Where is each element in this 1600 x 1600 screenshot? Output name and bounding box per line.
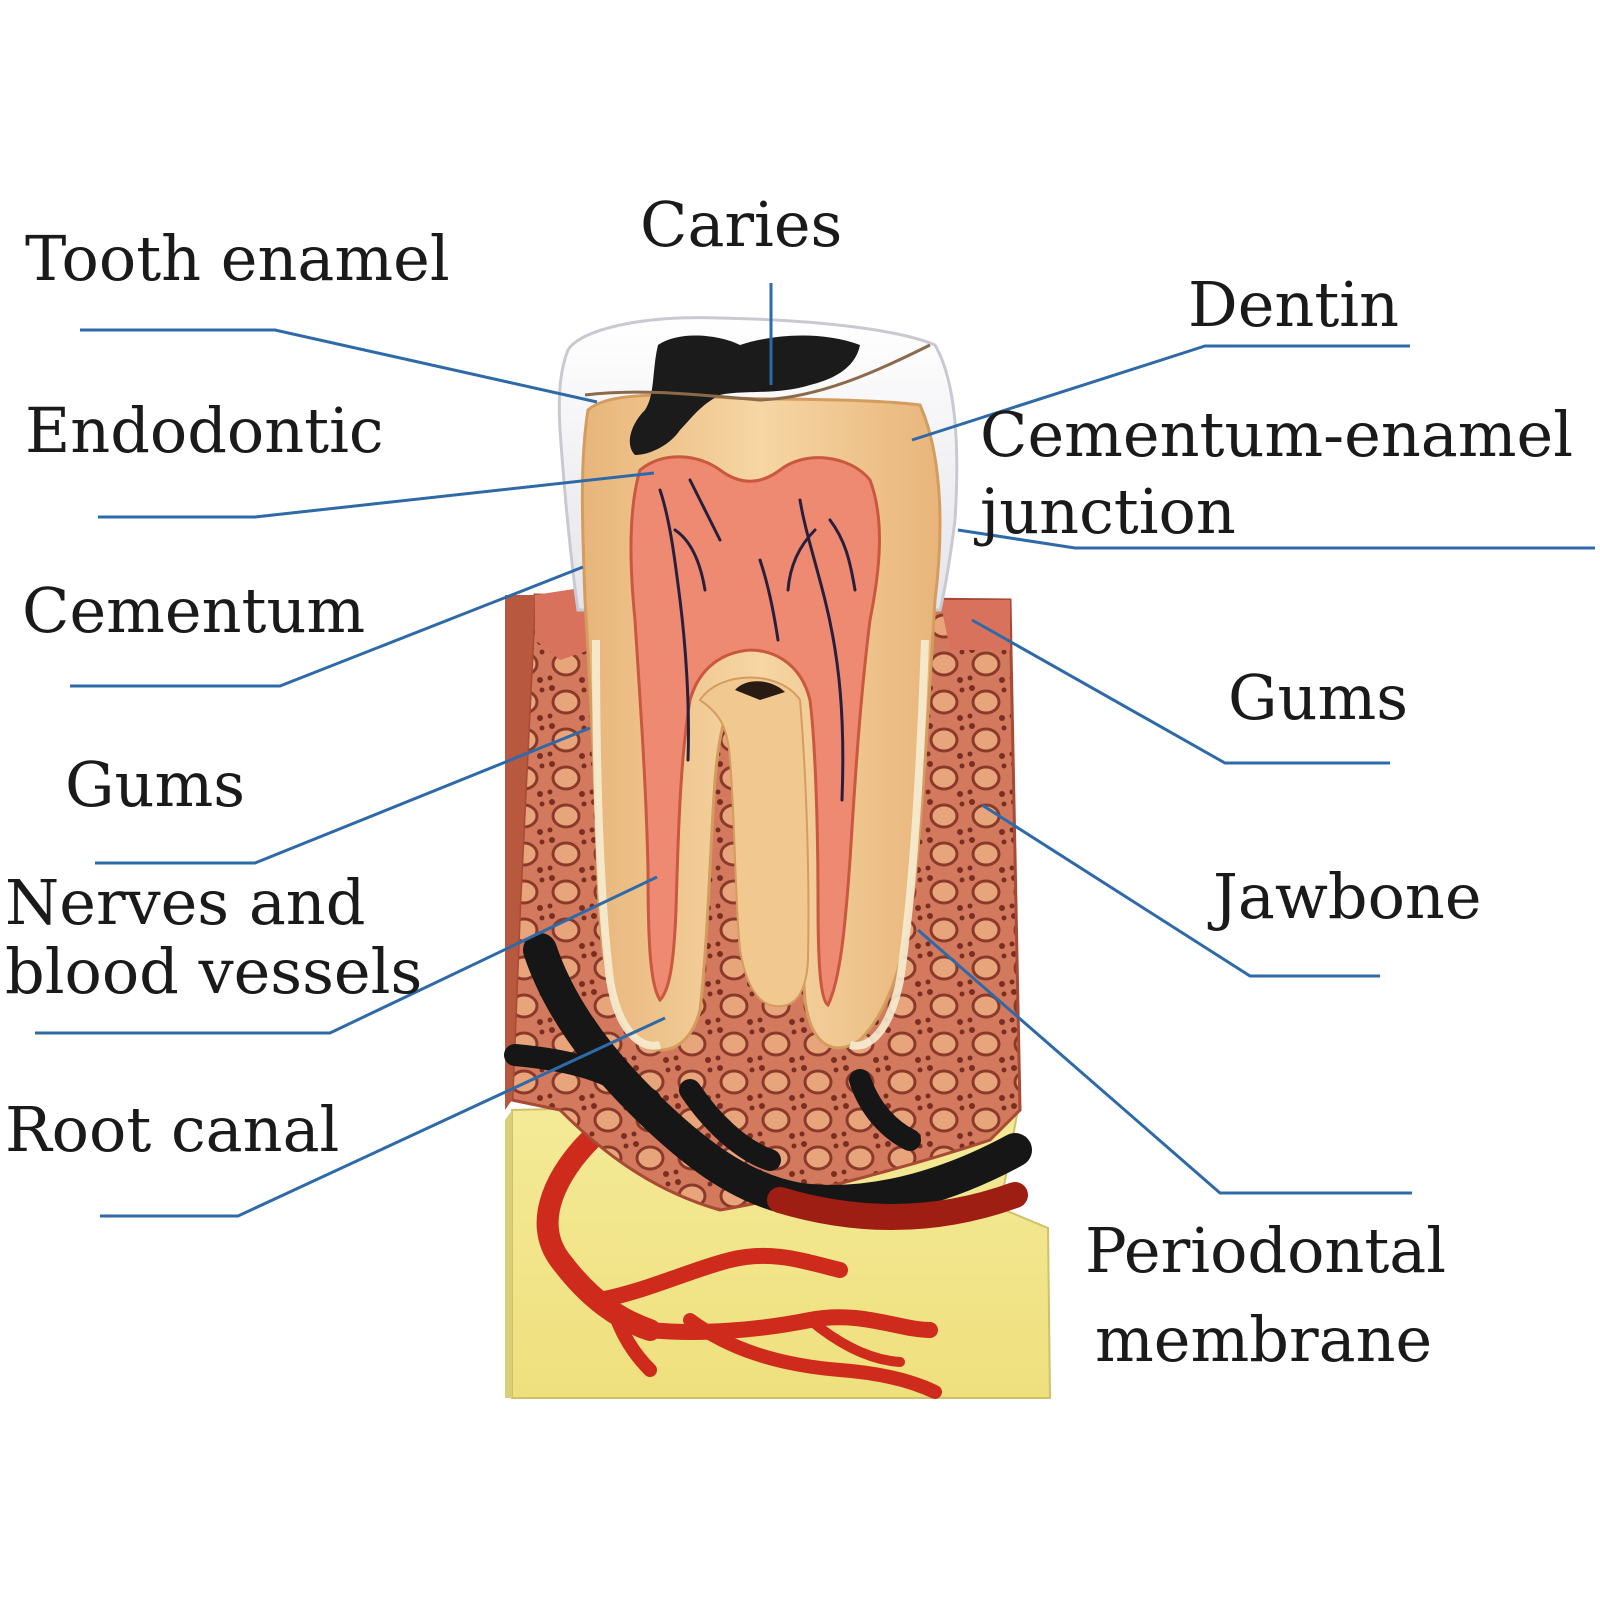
leader-cementum-enamel-junction [957, 528, 1595, 550]
label-root-canal: Root canal [5, 1093, 340, 1166]
leader-gums-right [971, 618, 1390, 765]
label-gums-right: Gums [1228, 661, 1409, 734]
label-cementum: Cementum [22, 574, 366, 647]
leader-periodontal-membrane [917, 928, 1412, 1195]
label-cementum-enamel-line2: junction [980, 475, 1236, 548]
leader-cementum [70, 565, 584, 688]
tooth [557, 316, 959, 1052]
pulp-nerves [658, 478, 857, 802]
label-nerves-line2: blood vessels [5, 935, 423, 1008]
leader-dentin [911, 344, 1410, 442]
leader-jawbone [981, 803, 1380, 978]
leader-gums-left [95, 726, 591, 865]
leader-tooth-enamel [80, 328, 598, 404]
enamel-dentin-junction [584, 343, 931, 402]
leader-nerves-blood-vessels [35, 875, 658, 1035]
leader-lines [35, 283, 1595, 1218]
label-nerves-line1: Nerves and [5, 866, 366, 939]
interradicular-dentin [698, 676, 810, 1008]
pulp-chamber [629, 455, 881, 1008]
label-endodontic: Endodontic [25, 394, 384, 467]
label-gums-left: Gums [65, 748, 246, 821]
caries-cavity [629, 335, 860, 455]
leader-root-canal [100, 1016, 666, 1218]
label-jawbone: Jawbone [1213, 860, 1482, 933]
label-periodontal-line1: Periodontal [1085, 1214, 1447, 1287]
furcation-shadow [735, 681, 785, 700]
artery-vessel [536, 1129, 942, 1399]
label-dentin: Dentin [1188, 268, 1400, 341]
cementum-left [592, 639, 661, 1050]
label-tooth-enamel: Tooth enamel [25, 222, 450, 295]
leader-endodontic [98, 471, 655, 519]
label-caries: Caries [640, 188, 843, 261]
cementum-right [849, 639, 929, 1050]
label-cementum-enamel-line1: Cementum-enamel [980, 398, 1574, 471]
label-periodontal-line2: membrane [1095, 1303, 1433, 1376]
nerve-bundle [504, 933, 1032, 1230]
